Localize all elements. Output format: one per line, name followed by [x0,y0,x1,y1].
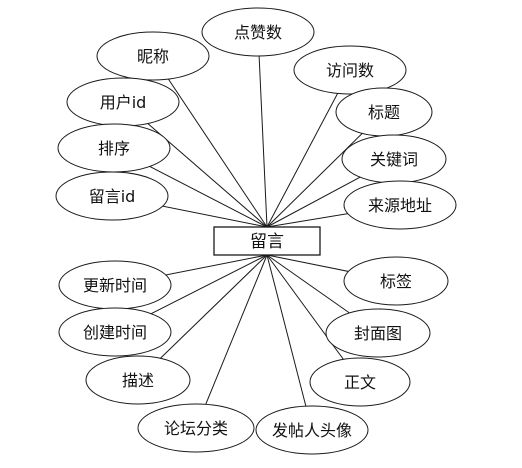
connector-nicheng [152,55,268,228]
attribute-ellipse-chuangjian-shijian [58,307,172,357]
attribute-label-luntan-fenlei: 论坛分类 [164,419,228,438]
attribute-dianzanshu: 点赞数 [201,7,315,57]
attribute-label-laiyuan-dizhi: 来源地址 [368,196,432,215]
attribute-chuangjian-shijian: 创建时间 [58,307,172,357]
attribute-ellipse-fangwenshu [293,45,407,95]
attribute-nicheng: 昵称 [96,31,210,81]
attribute-ellipse-dianzanshu [201,7,315,57]
entity-node: 留言 [213,226,321,256]
attribute-yonghu-id: 用户id [66,77,180,127]
attribute-ellipse-luntan-fenlei [137,403,255,453]
connector-dianzanshu [257,31,268,228]
attribute-ellipse-biaoqian [343,256,449,306]
attribute-label-gengxin-shijian: 更新时间 [83,276,147,295]
attribute-ellipse-zhengwen [309,357,411,407]
attribute-label-miaoshu: 描述 [122,371,154,390]
attribute-gengxin-shijian: 更新时间 [58,260,172,310]
attribute-liuyan-id: 留言id [55,171,169,221]
connector-fatie-ren-touxiang [266,254,313,431]
attribute-luntan-fenlei: 论坛分类 [137,403,255,453]
attribute-zhengwen: 正文 [309,357,411,407]
attribute-label-zhengwen: 正文 [344,373,376,392]
attribute-label-fangwenshu: 访问数 [326,61,374,80]
attribute-fatie-ren-touxiang: 发帖人头像 [255,405,369,455]
attribute-biaoti: 标题 [335,87,433,137]
attribute-paixu: 排序 [57,123,171,173]
connector-luntan-fenlei [195,254,268,429]
attribute-miaoshu: 描述 [85,355,191,405]
entity-rectangle [213,226,321,256]
attribute-label-fengmiantu: 封面图 [354,324,402,343]
attribute-label-biaoti: 标题 [368,103,400,122]
attribute-fengmiantu: 封面图 [325,308,431,358]
connector-fangwenshu [266,69,351,228]
attribute-ellipse-nicheng [96,31,210,81]
attribute-label-guanjianci: 关键词 [370,150,418,169]
attribute-ellipse-liuyan-id [55,171,169,221]
entity-label: 留言 [250,232,284,252]
attribute-label-fatie-ren-touxiang: 发帖人头像 [272,421,352,440]
attribute-ellipse-laiyuan-dizhi [343,180,457,230]
attribute-guanjianci: 关键词 [341,134,447,184]
attribute-label-liuyan-id: 留言id [89,187,136,206]
attribute-laiyuan-dizhi: 来源地址 [343,180,457,230]
attribute-ellipse-fengmiantu [325,308,431,358]
attribute-label-yonghu-id: 用户id [100,93,147,112]
attribute-label-biaoqian: 标签 [380,272,412,291]
attribute-label-dianzanshu: 点赞数 [234,23,282,42]
attribute-label-chuangjian-shijian: 创建时间 [83,323,147,342]
attribute-fangwenshu: 访问数 [293,45,407,95]
attribute-biaoqian: 标签 [343,256,449,306]
attribute-ellipse-miaoshu [85,355,191,405]
attribute-ellipse-fatie-ren-touxiang [255,405,369,455]
attribute-label-paixu: 排序 [98,139,130,158]
attribute-label-nicheng: 昵称 [137,47,169,66]
